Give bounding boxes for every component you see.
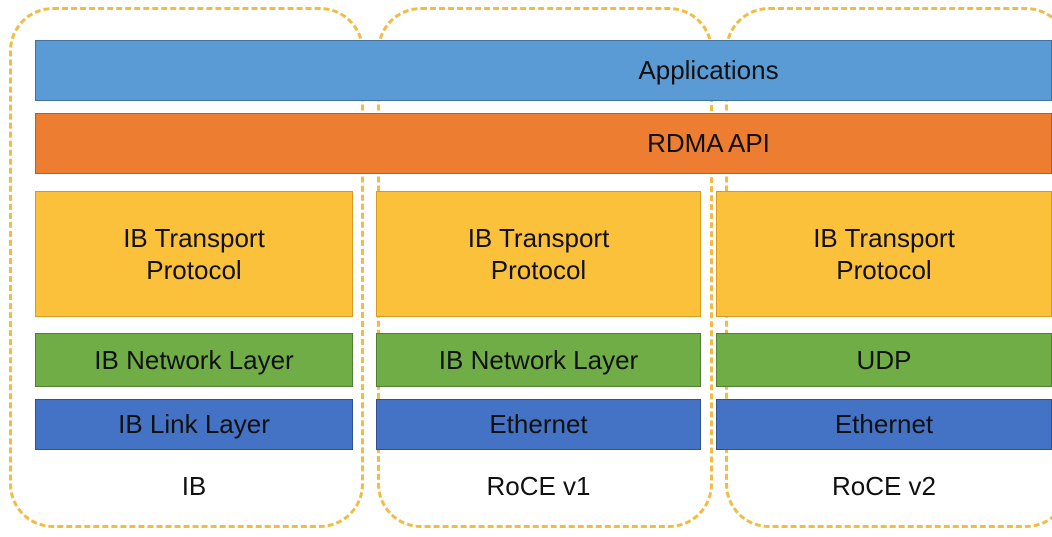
rdma-api-label: RDMA API [647,128,770,158]
network-layer-box-roce-v2: UDP [716,333,1052,387]
network-layer-box-roce-v1: IB Network Layer [376,333,701,387]
link-layer-box-ib: IB Link Layer [35,399,353,450]
rdma-api-layer-bar: RDMA API [35,113,1052,174]
link-layer-box-roce-v2: Ethernet [716,399,1052,450]
column-label-roce-v2: RoCE v2 [831,470,937,501]
transport-protocol-box-roce-v2: IB Transport Protocol [716,191,1052,317]
transport-protocol-box-roce-v1: IB Transport Protocol [376,191,701,317]
network-layer-box-ib: IB Network Layer [35,333,353,387]
applications-label: Applications [638,55,779,85]
transport-protocol-box-ib: IB Transport Protocol [35,191,353,317]
column-label-ib: IB [181,470,207,501]
column-label-roce-v1: RoCE v1 [486,470,591,501]
ib-stack-outline [9,7,364,528]
link-layer-box-roce-v1: Ethernet [376,399,701,450]
applications-layer-bar: Applications [35,40,1052,101]
